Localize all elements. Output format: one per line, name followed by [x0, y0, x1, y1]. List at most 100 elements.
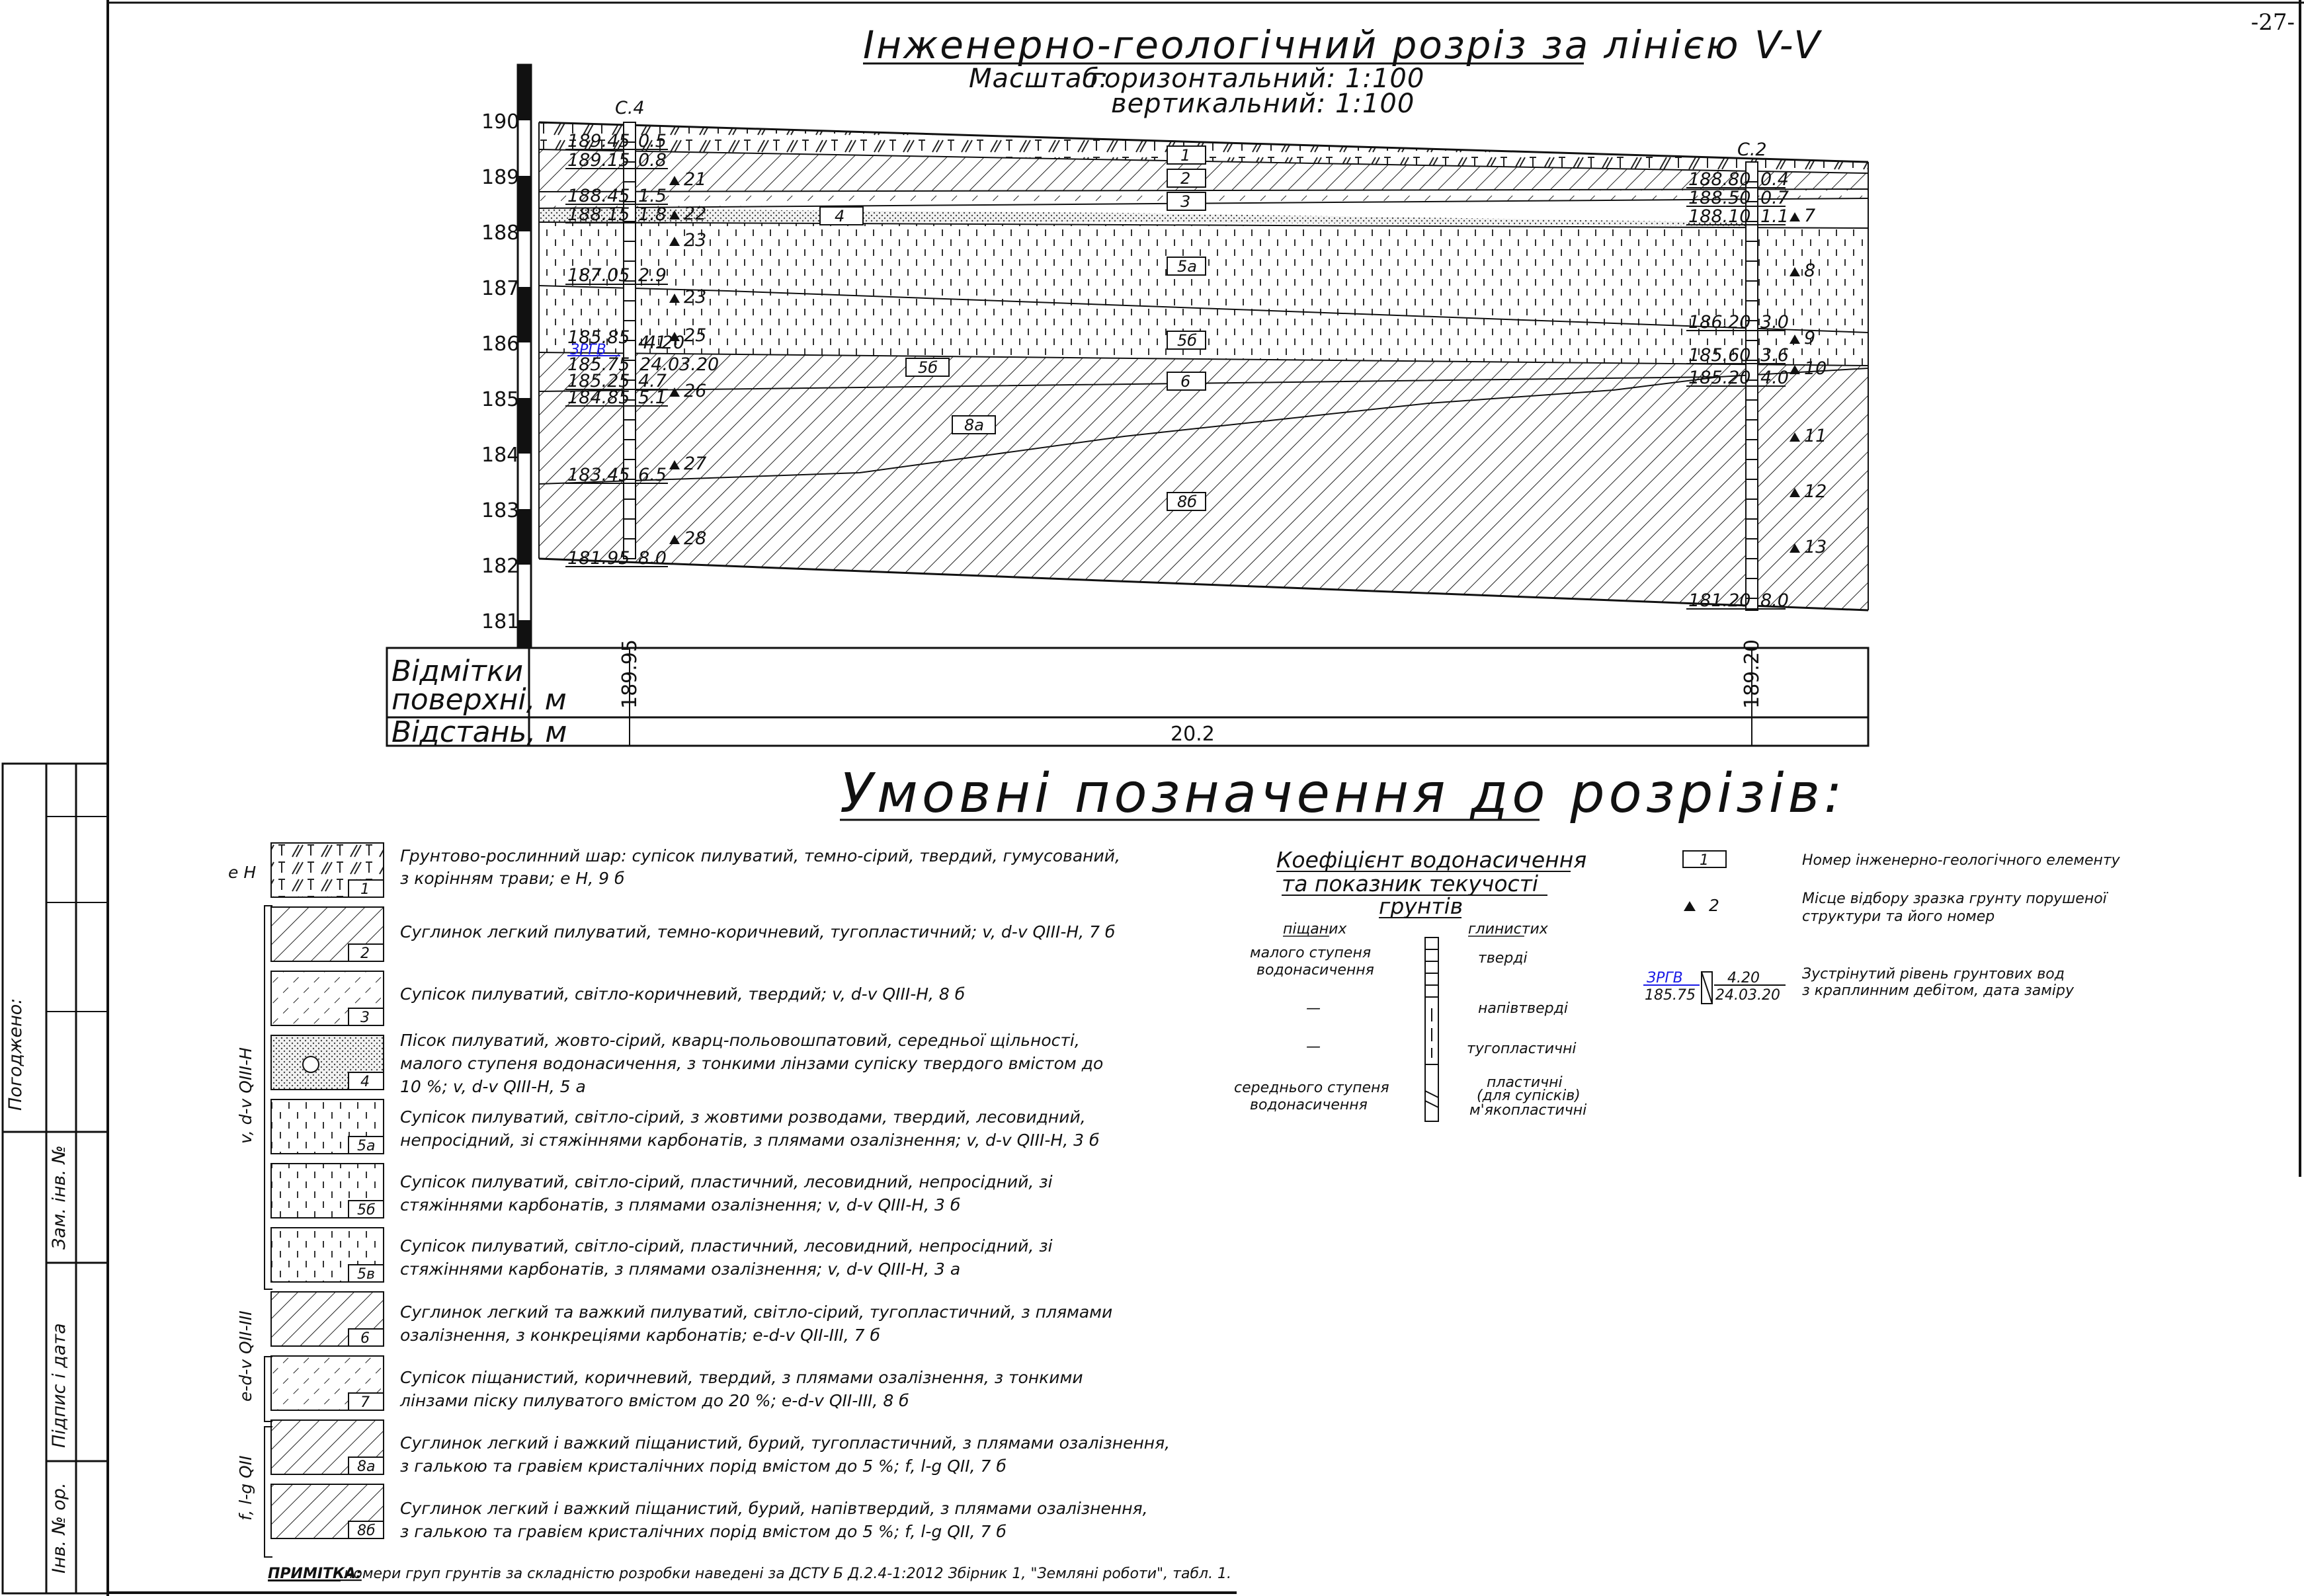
- c4-elev: 184.85: [567, 387, 630, 408]
- layer-5b: [539, 286, 1868, 366]
- surface-c4: 189.95: [618, 639, 641, 709]
- legend-num: 5в: [357, 1266, 375, 1283]
- ige-label: 5а: [1177, 257, 1197, 276]
- table-row1-label-2: поверхні, м: [391, 683, 567, 717]
- coef-clay-4c: м'якопластичні: [1469, 1102, 1586, 1119]
- legend-text: Суглинок легкий і важкий піщанистий, бур…: [400, 1433, 1170, 1453]
- legend-num: 5б: [357, 1202, 376, 1218]
- c2-sample: 13: [1804, 537, 1827, 557]
- legend-text: озалізнення, з конкреціями карбонатів; e…: [400, 1326, 880, 1345]
- legend-text: стяжіннями карбонатів, з плямами озалізн…: [400, 1259, 960, 1279]
- c4-elev: 189.15: [567, 150, 630, 171]
- c4-depth: 5.1: [638, 387, 667, 408]
- key-sample-text-2: структури та його номер: [1802, 908, 1995, 925]
- coef-col-clay: глинистих: [1468, 921, 1549, 938]
- legend-text: з галькою та гравієм кристалічних порід …: [400, 1522, 1007, 1541]
- ige-label: 5б: [1177, 331, 1197, 350]
- legend-num: 8а: [357, 1458, 375, 1475]
- page-number: -27-: [2250, 9, 2295, 36]
- scale-vertical: вертикальний: 1:100: [1111, 89, 1415, 119]
- key-sample-text-1: Місце відбору зразка грунту порушеної: [1802, 891, 2109, 907]
- c2-depth: 3.0: [1760, 312, 1789, 333]
- coef-sand-mid-2: водонасичення: [1250, 1097, 1368, 1113]
- scale-label: Масштаб:: [969, 63, 1109, 94]
- c4-gw-date: 24.03.20: [639, 354, 719, 375]
- c4-elev: 181.95: [567, 548, 630, 569]
- layer-8b: [539, 368, 1868, 610]
- c4-samples: 21 22 23 23 25 26 27 28: [669, 169, 706, 549]
- note-label: ПРИМІТКА:: [268, 1566, 362, 1582]
- elev-tick: 187: [481, 277, 519, 300]
- coef-dash-1: —: [1306, 1000, 1321, 1017]
- stamp-inv-orig: Інв. № ор.: [49, 1482, 69, 1574]
- c4-depth: 8.0: [638, 548, 667, 569]
- legend-text: Грунтово-рослинний шар: супісок пилувати…: [400, 846, 1120, 865]
- legend-num: 4: [360, 1074, 370, 1090]
- coef-title-1: Коефіцієнт водонасичення: [1276, 847, 1586, 873]
- coef-sand-low-2: водонасичення: [1256, 962, 1374, 978]
- c2-elev: 181.20: [1688, 590, 1750, 611]
- legend-num: 3: [360, 1010, 370, 1026]
- legend-title: Умовні позначення до розрізів:: [840, 762, 1846, 825]
- ige-label: 2: [1180, 169, 1190, 188]
- legend-num: 1: [360, 881, 370, 898]
- key-ige-text: Номер інженерно-геологічного елементу: [1802, 852, 2121, 869]
- coef-clay-1: тверді: [1478, 950, 1528, 967]
- legend-text: Суглинок легкий пилуватий, темно-коричне…: [400, 922, 1115, 941]
- stamp-inv-replace: Зам. інв. №: [49, 1145, 69, 1250]
- c2-samples: 7 8 9 10 11 12 13: [1790, 206, 1827, 557]
- ige-label: 8б: [1177, 493, 1197, 511]
- legend-text: з галькою та гравієм кристалічних порід …: [400, 1456, 1007, 1476]
- key-gw-depth: 4.20: [1727, 970, 1760, 986]
- table-row2-label: Відстань, м: [391, 715, 567, 749]
- legend-num: 8б: [357, 1523, 376, 1539]
- surface-c2: 189.20: [1741, 639, 1764, 709]
- c4-sample: 23: [684, 230, 706, 251]
- legend-age-group: f, l-g QII: [236, 1456, 255, 1521]
- legend-text: лінзами піску пилуватого вмістом до 20 %…: [399, 1391, 909, 1410]
- well-c4-name: С.4: [615, 98, 645, 118]
- legend-age-group: e-d-v QII-III: [236, 1310, 255, 1402]
- c4-elev: 185.75: [567, 354, 630, 375]
- c2-sample: 12: [1804, 481, 1827, 502]
- coef-sand-low-1: малого ступеня: [1250, 945, 1371, 961]
- coef-title-3: грунтів: [1379, 893, 1463, 919]
- section-title-block: Інженерно-геологічний розріз за лінією V…: [863, 22, 1823, 119]
- key-sample-num: 2: [1709, 896, 1719, 915]
- elev-tick: 182: [481, 555, 519, 578]
- coef-clay-2: напівтверді: [1478, 1000, 1568, 1017]
- c2-depth: 4.0: [1760, 368, 1789, 388]
- c4-sample: 25: [684, 325, 706, 346]
- c4-depth: 0.5: [638, 131, 667, 151]
- c4-sample: 23: [684, 287, 706, 307]
- scale-horizontal: горизонтальний: 1:100: [1090, 63, 1424, 94]
- elev-tick: 190: [481, 110, 519, 134]
- c2-elev: 188.10: [1688, 206, 1750, 227]
- ige-label: 4: [835, 207, 844, 225]
- elev-tick: 186: [481, 333, 519, 356]
- c2-elev: 188.80: [1688, 169, 1750, 190]
- c4-sample: 27: [684, 454, 706, 474]
- legend-text: Супісок піщанистий, коричневий, твердий,…: [400, 1368, 1083, 1387]
- c2-sample: 8: [1804, 260, 1815, 281]
- c4-elev: 187.05: [567, 265, 630, 286]
- legend-text: Супісок пилуватий, світло-сірий, пластич…: [400, 1236, 1053, 1256]
- ige-label: 1: [1180, 146, 1190, 165]
- legend-num: 6: [360, 1330, 370, 1347]
- c4-depth: 4.1: [638, 333, 667, 353]
- elev-tick: 183: [481, 499, 519, 522]
- c2-depth: 3.6: [1760, 345, 1789, 366]
- c4-depth: 1.8: [638, 204, 667, 225]
- c2-sample: 9: [1804, 328, 1815, 348]
- c4-elev: 185.25: [567, 371, 630, 391]
- c2-depth: 1.1: [1760, 206, 1789, 227]
- ige-label: 5б: [918, 358, 938, 377]
- section-title: Інженерно-геологічний розріз за лінією V…: [863, 22, 1823, 67]
- legend-text: Супісок пилуватий, світло-сірий, пластич…: [400, 1172, 1053, 1191]
- elevation-ruler: 190 189 188 187 186 185 184 183 182 181: [481, 63, 532, 649]
- coef-title-2: та показник текучості: [1282, 871, 1538, 897]
- ige-label: 6: [1180, 372, 1190, 391]
- key-gw-text-1: Зустрінутий рівень грунтових вод: [1802, 966, 2065, 982]
- c4-elev: 188.15: [567, 204, 630, 225]
- legend-num: 5а: [357, 1138, 375, 1154]
